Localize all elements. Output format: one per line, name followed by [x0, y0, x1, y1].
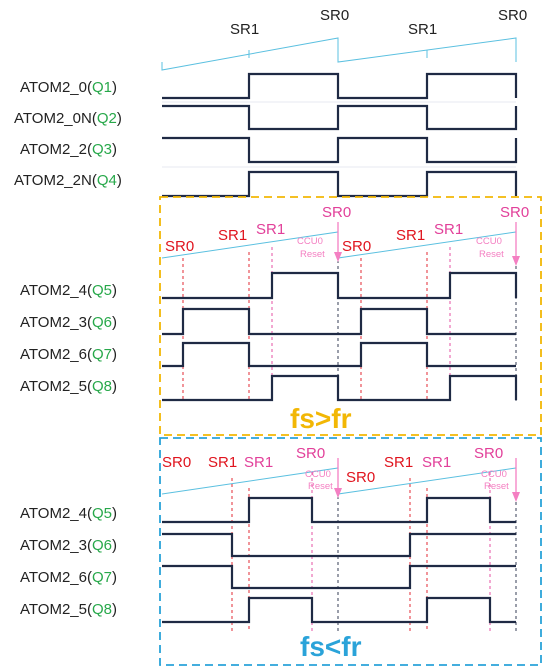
- waveform-q6-slow: [162, 532, 516, 558]
- ccu-note: CCU0: [476, 236, 502, 247]
- ccu-note: Reset: [300, 249, 325, 260]
- signal-label: ATOM2_6(Q7): [20, 346, 117, 363]
- ccu-reset-arrow-head: [512, 256, 520, 266]
- top-marker-sr0: SR0: [498, 7, 527, 24]
- top-marker-sr1: SR1: [408, 21, 437, 38]
- ccu-note: Reset: [479, 249, 504, 260]
- signal-label: ATOM2_3(Q6): [20, 537, 117, 554]
- signal-label: ATOM2_2(Q3): [20, 141, 117, 158]
- waveform-q6-fast: [162, 307, 516, 336]
- top-sawtooth: [161, 37, 517, 71]
- top-marker-sr1: SR1: [230, 21, 259, 38]
- signal-label: ATOM2_5(Q8): [20, 601, 117, 618]
- waveform-q7-fast: [162, 341, 516, 368]
- section-frame-yellow: [159, 196, 542, 436]
- top-marker-sr0: SR0: [320, 7, 349, 24]
- marker-sr1: SR1: [208, 454, 237, 471]
- ccu-reset-arrow-head: [334, 488, 342, 498]
- marker-sr1: SR1: [384, 454, 413, 471]
- signal-label: ATOM2_0N(Q2): [14, 110, 122, 127]
- waveform-q5-slow: [162, 496, 516, 524]
- ccu-reset-arrow-head: [512, 492, 520, 502]
- ccu-note: CCU0: [297, 236, 323, 247]
- waveform-q3: [162, 136, 518, 164]
- signal-label: ATOM2_6(Q7): [20, 569, 117, 586]
- ccu-note: Reset: [308, 481, 333, 492]
- marker-sr0: SR0: [322, 204, 351, 221]
- ccu-note: CCU0: [305, 469, 331, 480]
- section-frame-blue: [159, 437, 542, 666]
- signal-label: ATOM2_3(Q6): [20, 314, 117, 331]
- section-fs-gt-fr: SR0 SR1 SR1 SR0 SR0 SR1 SR1 SR0 CCU0 Res…: [20, 196, 542, 436]
- signal-label: ATOM2_4(Q5): [20, 505, 117, 522]
- marker-sr0: SR0: [296, 445, 325, 462]
- marker-sr0: SR0: [342, 238, 371, 255]
- ccu-note: Reset: [484, 481, 509, 492]
- marker-sr1: SR1: [396, 227, 425, 244]
- signal-label: ATOM2_0(Q1): [20, 79, 117, 96]
- waveform-q5-fast: [162, 271, 518, 300]
- ccu-reset-arrow-head: [334, 252, 342, 262]
- section-banner-fs-lt-fr: fs<fr: [300, 631, 362, 662]
- marker-sr0: SR0: [474, 445, 503, 462]
- marker-sr1: SR1: [244, 454, 273, 471]
- marker-sr0: SR0: [162, 454, 191, 471]
- waveform-q2: [162, 104, 518, 131]
- waveform-q1: [162, 72, 518, 100]
- waveform-q8-slow: [162, 596, 516, 624]
- section-fs-lt-fr: SR0 SR1 SR1 SR0 SR0 SR1 SR1 SR0 CCU0 Res…: [20, 437, 542, 666]
- signal-label: ATOM2_2N(Q4): [14, 172, 122, 189]
- marker-sr1: SR1: [422, 454, 451, 471]
- marker-sr0: SR0: [165, 238, 194, 255]
- waveform-q4: [162, 170, 518, 198]
- top-section: SR1 SR0 SR1 SR0 ATOM2_0(Q1) ATOM2_0N(Q2)…: [14, 7, 527, 198]
- ccu-note: CCU0: [481, 469, 507, 480]
- marker-sr1: SR1: [218, 227, 247, 244]
- marker-sr0: SR0: [500, 204, 529, 221]
- signal-label: ATOM2_4(Q5): [20, 282, 117, 299]
- marker-sr0: SR0: [346, 469, 375, 486]
- waveform-q7-slow: [162, 564, 516, 590]
- signal-label: ATOM2_5(Q8): [20, 378, 117, 395]
- waveform-q8-fast: [162, 374, 518, 402]
- section-banner-fs-gt-fr: fs>fr: [290, 403, 352, 434]
- marker-sr1: SR1: [256, 221, 285, 238]
- marker-sr1: SR1: [434, 221, 463, 238]
